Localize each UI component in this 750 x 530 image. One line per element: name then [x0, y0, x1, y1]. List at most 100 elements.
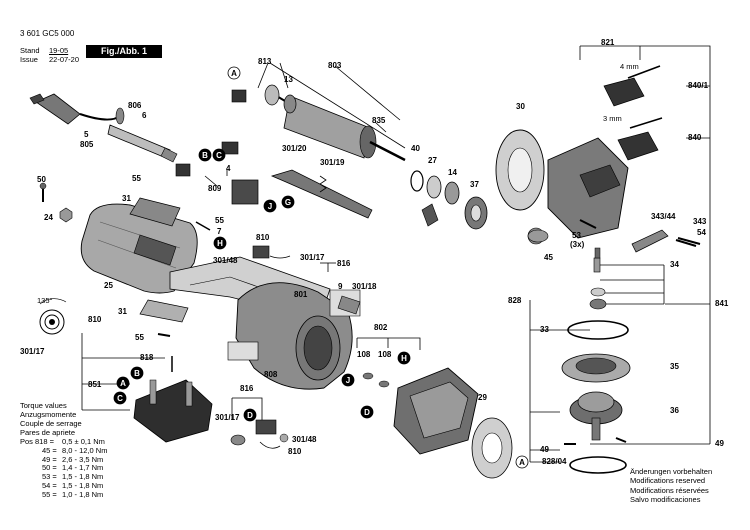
label-36: 36 [670, 406, 679, 415]
ring-27 [426, 175, 442, 199]
issue-label: Issue [20, 55, 38, 64]
label-840: 840 [688, 133, 702, 142]
label-34: 34 [670, 260, 679, 269]
terminal-a-top [231, 89, 247, 103]
label-25: 25 [104, 281, 113, 290]
torque-title-es: Pares de apriete [20, 428, 76, 437]
label-301-17-mid: 301/17 [300, 253, 325, 262]
marker-c: C [113, 391, 127, 405]
leader-821 [580, 45, 711, 444]
handle-cover [129, 197, 189, 323]
marker-b: B [198, 148, 212, 162]
label-301-17-bottom: 301/17 [215, 413, 240, 422]
spring-810 [39, 298, 67, 335]
change-notes: Änderungen vorbehalten Modifications res… [630, 467, 712, 504]
label-808 [227, 341, 259, 361]
label-9: 9 [338, 282, 343, 291]
torque-pos: 49 = [42, 454, 57, 464]
label-35: 35 [670, 362, 679, 371]
label-14: 14 [448, 168, 457, 177]
svg-text:D: D [247, 411, 253, 420]
label-40: 40 [411, 144, 420, 153]
label-37: 37 [470, 180, 479, 189]
field-coil [393, 367, 479, 455]
torque-value: 0,5 ± 0,1 Nm [62, 437, 105, 446]
label-805: 805 [80, 140, 94, 149]
torque-pos: 54 = [42, 481, 57, 490]
label-33: 33 [540, 325, 549, 334]
torque-pos: 45 = [42, 445, 57, 455]
label-4mm: 4 mm [620, 62, 639, 71]
svg-text:A: A [231, 69, 237, 78]
label-29: 29 [478, 393, 487, 402]
gear-housing [547, 137, 629, 239]
label-49-right: 49 [715, 439, 724, 448]
part-number: 3 601 GC5 000 [20, 29, 75, 38]
washer-30148 [279, 433, 289, 443]
label-301-18: 301/18 [352, 282, 377, 291]
label-808: 808 [264, 370, 278, 379]
svg-text:B: B [202, 151, 208, 160]
svg-text:A: A [519, 458, 525, 467]
marker-a: A [116, 376, 130, 390]
torque-title-fr: Couple de serrage [20, 419, 82, 428]
label-818: 818 [140, 353, 154, 362]
torque-title-en: Torque values [20, 401, 67, 410]
label-31-bottom: 31 [118, 307, 127, 316]
flange-35 [561, 353, 631, 383]
label-4: 4 [226, 164, 231, 173]
label-801: 801 [294, 290, 308, 299]
figure-label: Fig./Abb. 1 [86, 45, 162, 58]
label-3mm: 3 mm [603, 114, 622, 123]
marker-j: J [341, 373, 355, 387]
label-301-17-left: 301/17 [20, 347, 45, 356]
label-55-bottom: 55 [135, 333, 144, 342]
key-801 [421, 203, 439, 227]
connectors-108 [362, 372, 390, 388]
marker-d: D [360, 405, 374, 419]
svg-text:J: J [346, 376, 350, 385]
torque-value: 1,5 - 1,8 Nm [62, 481, 104, 490]
note-en: Modifications reserved [630, 476, 706, 486]
spring-301-19 [319, 175, 327, 193]
torque-value: 1,0 - 1,8 Nm [62, 489, 104, 499]
part-7 [195, 221, 211, 231]
label-810-bottom: 810 [288, 447, 302, 456]
label-3x: (3x) [570, 240, 585, 249]
label-840-1: 840/1 [688, 81, 709, 90]
lock-button-840 [617, 131, 659, 161]
torque-pos: 53 = [42, 472, 57, 482]
bearing-13 [264, 84, 297, 114]
lock-pin-4mm [627, 65, 661, 79]
label-802: 802 [374, 323, 388, 332]
label-828: 828 [508, 296, 522, 305]
power-plug [29, 93, 121, 125]
label-54: 54 [697, 228, 706, 237]
svg-text:G: G [285, 198, 291, 207]
torque-value: 1,5 - 1,8 Nm [62, 472, 104, 482]
issue-value: 22-07-20 [49, 55, 80, 64]
screws-49 [564, 437, 627, 445]
gear-36 [569, 391, 623, 441]
label-301-48-mid: 301/48 [213, 256, 238, 265]
label-810-left: 810 [88, 315, 102, 324]
label-27: 27 [428, 156, 437, 165]
label-828-04: 828/04 [542, 457, 567, 466]
o-ring-bottom [569, 456, 627, 474]
connector-small [221, 141, 239, 155]
torque-pos: 50 = [42, 463, 57, 473]
label-841: 841 [715, 299, 729, 308]
marker-a: A [227, 66, 241, 80]
note-fr: Modifications réservées [630, 485, 709, 495]
brush-holder-301-20 [270, 169, 373, 219]
label-55-mid: 55 [215, 216, 224, 225]
screw-53 [579, 219, 597, 229]
marker-h: H [397, 351, 411, 365]
label-806: 806 [128, 101, 142, 110]
label-6: 6 [142, 111, 147, 120]
nut-24 [59, 207, 73, 223]
label-49-left: 49 [540, 445, 549, 454]
label-813: 813 [258, 57, 272, 66]
plug-connector [175, 163, 191, 177]
label-53: 53 [572, 231, 581, 240]
